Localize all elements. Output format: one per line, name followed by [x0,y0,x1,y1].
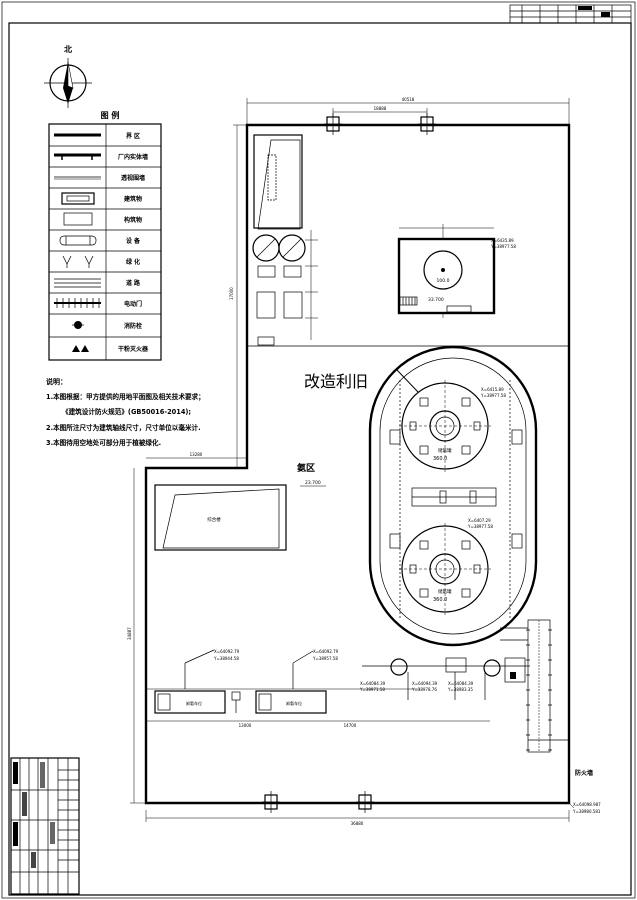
legend-item-see-through-wall: 透视围墙 [121,174,145,182]
legend-title: 图 例 [101,110,120,120]
corner-coord-y: Y=38980.581 [572,809,601,814]
zone-label-renovate: 改造利旧 [304,372,368,391]
legend-item-equipment: 设 备 [126,237,141,245]
b3-coord-x: X=64084.39 [448,681,474,686]
b1-coord-x: X=64084.39 [360,681,386,686]
upper-tank-coord-y: Y=38977.58 [480,393,506,398]
legend-item-boundary: 界 区 [126,132,140,140]
lower-tank-coord-y: Y=38977.58 [467,524,493,529]
top-title-block [509,4,632,24]
b1-coord-y: Y=38971.58 [359,687,385,692]
north-arrow-icon [44,58,92,108]
parking-1-label: 卸氨车位 [186,700,202,706]
top-tank-elevation: 33.700 [428,297,444,303]
building-upper-left [253,134,303,230]
bottom-dimension [145,720,570,822]
equipment-pair-upper [252,230,318,346]
notes-line-4: 3.本图待用空地处可部分用于植被绿化. [46,438,161,447]
b2-coord-y: Y=38978.76 [411,687,437,692]
notes-line-3: 2.本图所注尺寸为建筑轴线尺寸，尺寸单位以毫米计. [46,423,201,432]
gate-top-left-icon [324,113,342,135]
dim-bottom-total: 36880 [351,821,364,826]
corner-coord-x: X=64098.987 [573,802,601,807]
legend-item-greening: 绿 化 [126,258,140,266]
legend-item-structure: 构筑物 [124,216,142,224]
lower-large-tank [399,523,491,615]
dim-bottom-a: 13000 [239,723,252,728]
dim-left-lower: 34887 [127,627,132,640]
legend-item-fire-hydrant: 消防栓 [124,322,142,330]
left1-coord-y: Y=38944.58 [213,656,239,661]
top-tank-label: 100.0 [437,278,450,284]
left-dimension [130,124,247,804]
parking-2-label: 卸氨车位 [286,700,302,706]
upper-tank-name: 储氨罐 [438,447,452,454]
lower-tank-name: 储氨罐 [438,588,452,595]
left2-coord-y: Y=38957.58 [312,656,338,661]
dim-left-upper: 17000 [229,287,234,300]
upper-tank-elevation: 360.0 [433,456,447,462]
gate-bottom-left-icon [262,791,280,813]
gate-bottom-right-icon [356,791,374,813]
legend-item-solid-wall: 厂内实体墙 [118,153,148,161]
upper-tank-coord-x: X=6415.89 [481,387,504,392]
b3-coord-y: Y=38983.35 [447,687,473,692]
legend-item-electric-gate: 电动门 [124,300,142,308]
north-label: 北 [64,44,72,54]
legend-item-road: 道 路 [126,279,141,287]
notes-heading: 说明： [46,377,67,386]
top-tank-coord-x: X=6435.89 [491,238,514,243]
top-dimension [246,98,570,125]
legend-table [48,123,162,361]
top-tank-coord-y: Y=38977.58 [490,244,516,249]
ammonia-elevation: 23.700 [305,480,321,486]
stadium-side-fittings [389,429,523,549]
left1-coord-x: X=64092.79 [214,649,240,654]
site-boundary [144,123,571,805]
right-pipe-corridor [500,619,569,753]
dim-mid-left: 13280 [190,452,203,457]
stadium-containment [368,345,538,647]
dim-bottom-b: 14700 [344,723,357,728]
left2-coord-x: X=64092.79 [313,649,339,654]
top-tank-structure [397,224,496,318]
building-lower-left-label: 综合楼 [207,516,221,523]
sheet-border-inner [8,22,632,896]
legend-item-extinguisher: 干粉灭火器 [118,345,149,353]
building-lower-left [154,484,287,551]
zone-label-ammonia: 氨区 [297,462,315,474]
notes-line-1: 1.本图根据：甲方提供的用地平面图及相关技术要求； [46,392,205,401]
legend-symbols [54,133,101,352]
dim-top-mid: 18888 [374,106,387,111]
lower-tank-coord-x: X=6407.29 [468,518,491,523]
lower-tank-elevation: 360.0 [433,597,447,603]
upper-large-tank [399,380,491,472]
dim-top-total: 40518 [402,97,415,102]
legend-item-building: 建筑物 [124,195,142,203]
fire-wall-label: 防火墙 [575,769,593,777]
middle-pipe-rack [399,380,511,620]
notes-line-2: 《建筑设计防火规范》(GB50016-2014); [62,407,191,416]
bottom-equipment-row [362,657,530,700]
gate-top-right-icon [418,113,436,135]
b2-coord-x: X=64094.39 [412,681,438,686]
parking-structures-bottom [146,688,420,714]
bottom-left-title-block [10,757,80,895]
